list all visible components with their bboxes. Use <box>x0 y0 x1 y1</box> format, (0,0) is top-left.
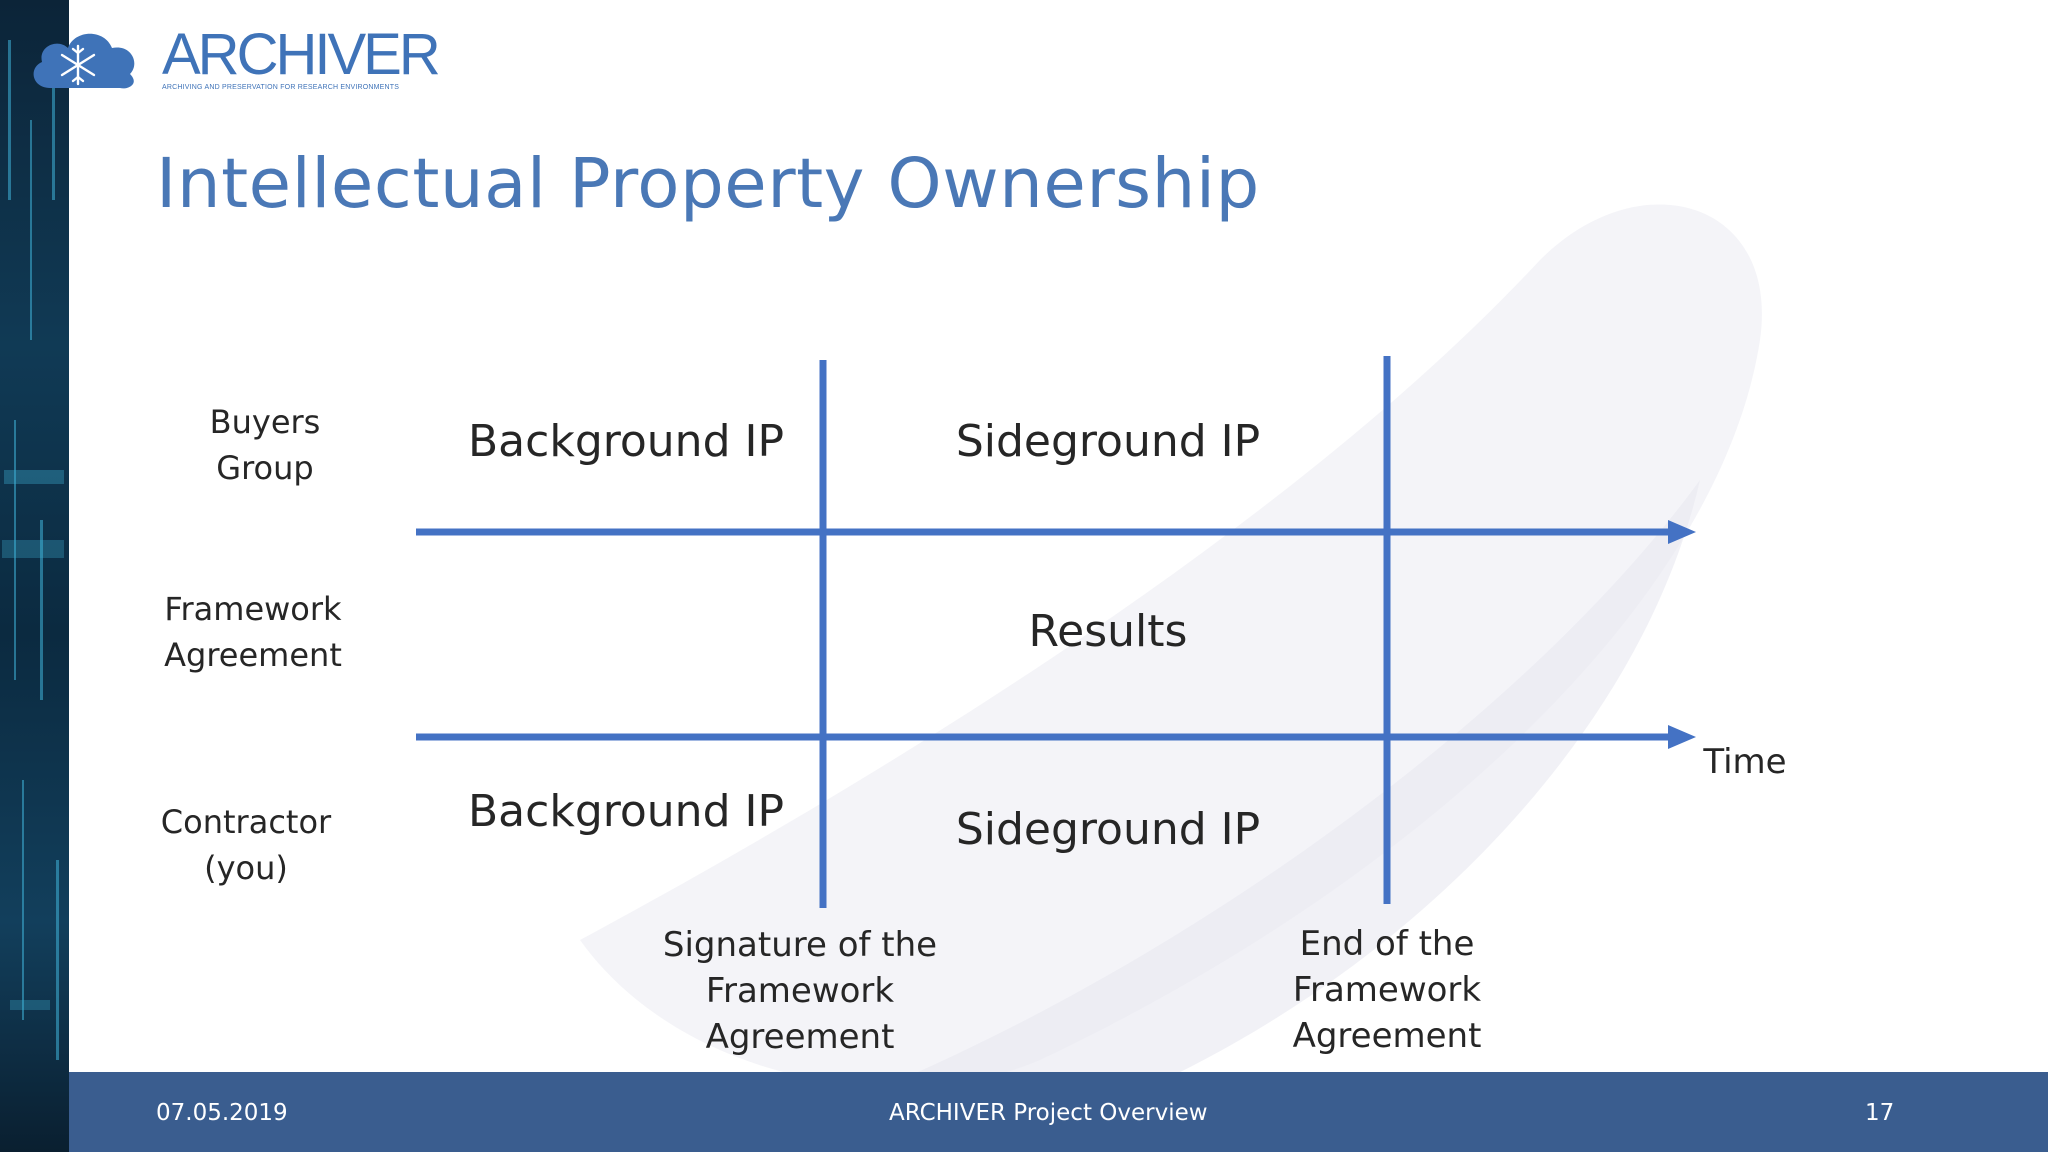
results-label: Results <box>1028 606 1188 657</box>
slide-title: Intellectual Property Ownership <box>156 144 1260 224</box>
row-label-line: Contractor <box>160 803 332 841</box>
archiver-logo: ARCHIVER ARCHIVING AND PRESERVATION FOR … <box>28 18 441 100</box>
contractor-sideground-ip-label: Sideground IP <box>955 804 1261 855</box>
slide-footer: 07.05.2019 ARCHIVER Project Overview 17 <box>69 1072 2048 1152</box>
decorative-side-strip <box>0 0 69 1152</box>
footer-presentation-title: ARCHIVER Project Overview <box>889 1100 1208 1126</box>
background-watermark <box>580 204 1762 1100</box>
lower-arrowhead <box>1668 725 1696 749</box>
contractor-background-ip-label: Background IP <box>468 786 784 837</box>
milestone-label-line: Agreement <box>1292 1016 1482 1056</box>
buyers-background-ip-label: Background IP <box>468 416 784 467</box>
milestone-signature-label: Signature of the Framework Agreement <box>640 922 960 1060</box>
row-label-line: Buyers <box>209 403 321 441</box>
row-label-contractor: Contractor (you) <box>136 799 356 891</box>
milestone-end-label: End of the Framework Agreement <box>1227 921 1547 1059</box>
milestone-label-line: Framework <box>705 971 895 1011</box>
buyers-sideground-ip-label: Sideground IP <box>955 416 1261 467</box>
logo-tagline: ARCHIVING AND PRESERVATION FOR RESEARCH … <box>162 84 400 91</box>
row-label-line: Framework <box>164 590 342 628</box>
milestone-label-line: Framework <box>1292 970 1482 1010</box>
milestone-label-line: End of the <box>1299 924 1475 964</box>
upper-arrowhead <box>1668 520 1696 544</box>
footer-page-number: 17 <box>1865 1100 1895 1126</box>
time-axis-label: Time <box>1703 742 1787 782</box>
row-label-line: Group <box>216 449 314 487</box>
cloud-snowflake-icon <box>33 33 135 89</box>
milestone-label-line: Signature of the <box>662 925 938 965</box>
footer-date: 07.05.2019 <box>156 1100 288 1126</box>
logo-wordmark: ARCHIVER <box>162 22 441 87</box>
row-label-line: Agreement <box>164 636 342 674</box>
row-label-buyers-group: Buyers Group <box>175 399 355 491</box>
row-label-framework-agreement: Framework Agreement <box>143 586 363 678</box>
milestone-label-line: Agreement <box>705 1017 895 1057</box>
row-label-line: (you) <box>204 849 288 887</box>
